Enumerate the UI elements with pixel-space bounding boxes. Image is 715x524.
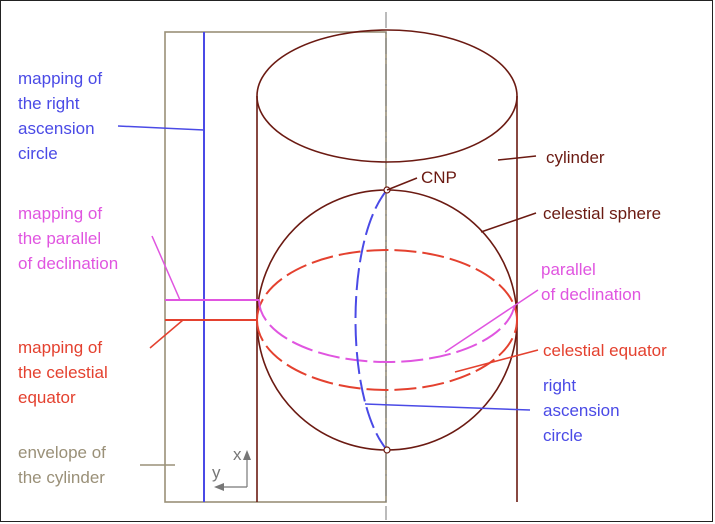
- leader-mapping-parallel: [151, 235, 181, 301]
- label-right-ascension-circle: right ascension circle: [543, 376, 624, 445]
- label-mapping-parallel: mapping of the parallel of declination: [18, 204, 118, 273]
- label-mapping-right-ascension: mapping of the right ascension circle: [18, 69, 107, 163]
- right-ascension-circle: [354, 189, 388, 451]
- cylinder: [256, 29, 518, 502]
- xy-axes-indicator: [214, 450, 251, 491]
- label-parallel-of-declination: parallel of declination: [541, 260, 641, 304]
- leader-cnp: [386, 177, 418, 191]
- label-mapping-equator: mapping of the celestial equator: [18, 338, 113, 407]
- leader-celestial-sphere: [480, 212, 537, 233]
- celestial-equator-back: [256, 249, 518, 321]
- celestial-sphere: [256, 189, 518, 451]
- leader-cylinder: [497, 155, 537, 161]
- parallel-of-declination: [258, 299, 516, 363]
- cylinder-envelope: [164, 31, 387, 503]
- celestial-equator-front: [256, 319, 518, 391]
- leader-right-ascension: [364, 403, 531, 411]
- label-celestial-sphere: celestial sphere: [543, 204, 661, 223]
- leader-parallel: [444, 289, 539, 353]
- label-cnp: CNP: [421, 168, 457, 187]
- south-pole-point: [383, 446, 391, 454]
- leader-mapping-ra: [117, 125, 205, 131]
- label-celestial-equator: celestial equator: [543, 341, 667, 360]
- label-axis-x: x: [233, 445, 242, 464]
- label-axis-y: y: [212, 463, 221, 482]
- leader-mapping-equator: [149, 319, 184, 349]
- label-cylinder: cylinder: [546, 148, 605, 167]
- label-envelope: envelope of the cylinder: [18, 443, 111, 487]
- leader-equator: [454, 349, 539, 373]
